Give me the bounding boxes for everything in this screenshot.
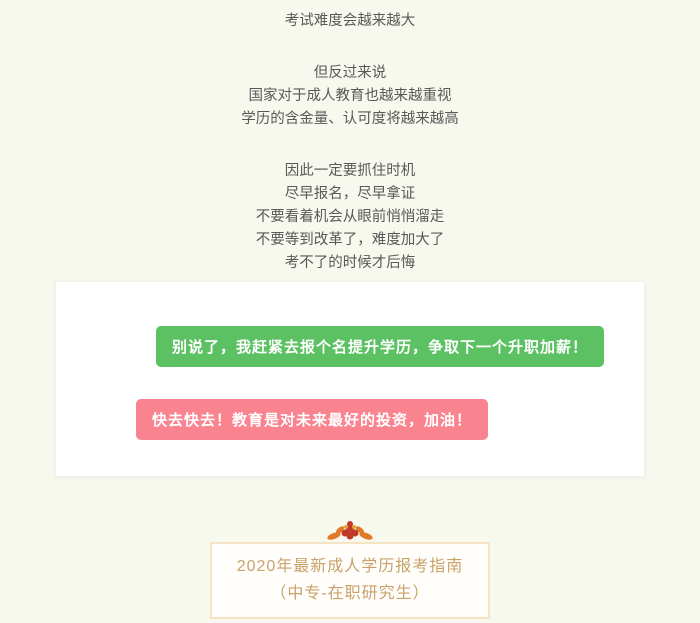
dialogue-card: 别说了，我赶紧去报个名提升学历，争取下一个升职加薪！ 快去快去！教育是对未来最好…: [55, 281, 645, 477]
intro-line: 不要看着机会从眼前悄悄溜走: [255, 209, 445, 225]
guide-title-line1: 2020年最新成人学历报考指南: [236, 558, 464, 575]
intro-line: 但反过来说: [313, 65, 387, 81]
dialogue-bubble-advisor: 快去快去！教育是对未来最好的投资，加油！: [136, 399, 489, 440]
intro-stanza-1: 考试难度会越来越大: [0, 10, 700, 33]
intro-line: 考不了的时候才后悔: [284, 255, 416, 271]
intro-line: 因此一定要抓住时机: [284, 163, 416, 179]
autumn-flower-icon: [327, 521, 373, 540]
intro-text: 考试难度会越来越大 但反过来说 国家对于成人教育也越来越重视 学历的含金量、认可…: [0, 0, 700, 275]
guide-title-box: 2020年最新成人学历报考指南 （中专-在职研究生）: [210, 542, 490, 619]
dialogue-bubble-student: 别说了，我赶紧去报个名提升学历，争取下一个升职加薪！: [156, 326, 605, 367]
intro-stanza-3: 因此一定要抓住时机 尽早报名，尽早拿证 不要看着机会从眼前悄悄溜走 不要等到改革…: [0, 160, 700, 275]
guide-footer: 2020年最新成人学历报考指南 （中专-在职研究生）: [0, 519, 700, 619]
intro-stanza-2: 但反过来说 国家对于成人教育也越来越重视 学历的含金量、认可度将越来越高: [0, 62, 700, 131]
intro-line: 不要等到改革了，难度加大了: [255, 232, 445, 248]
guide-title-line2: （中专-在职研究生）: [270, 585, 430, 602]
intro-line: 考试难度会越来越大: [284, 13, 416, 29]
intro-line: 尽早报名，尽早拿证: [284, 186, 416, 202]
intro-line: 学历的含金量、认可度将越来越高: [241, 111, 459, 127]
intro-line: 国家对于成人教育也越来越重视: [248, 88, 452, 104]
